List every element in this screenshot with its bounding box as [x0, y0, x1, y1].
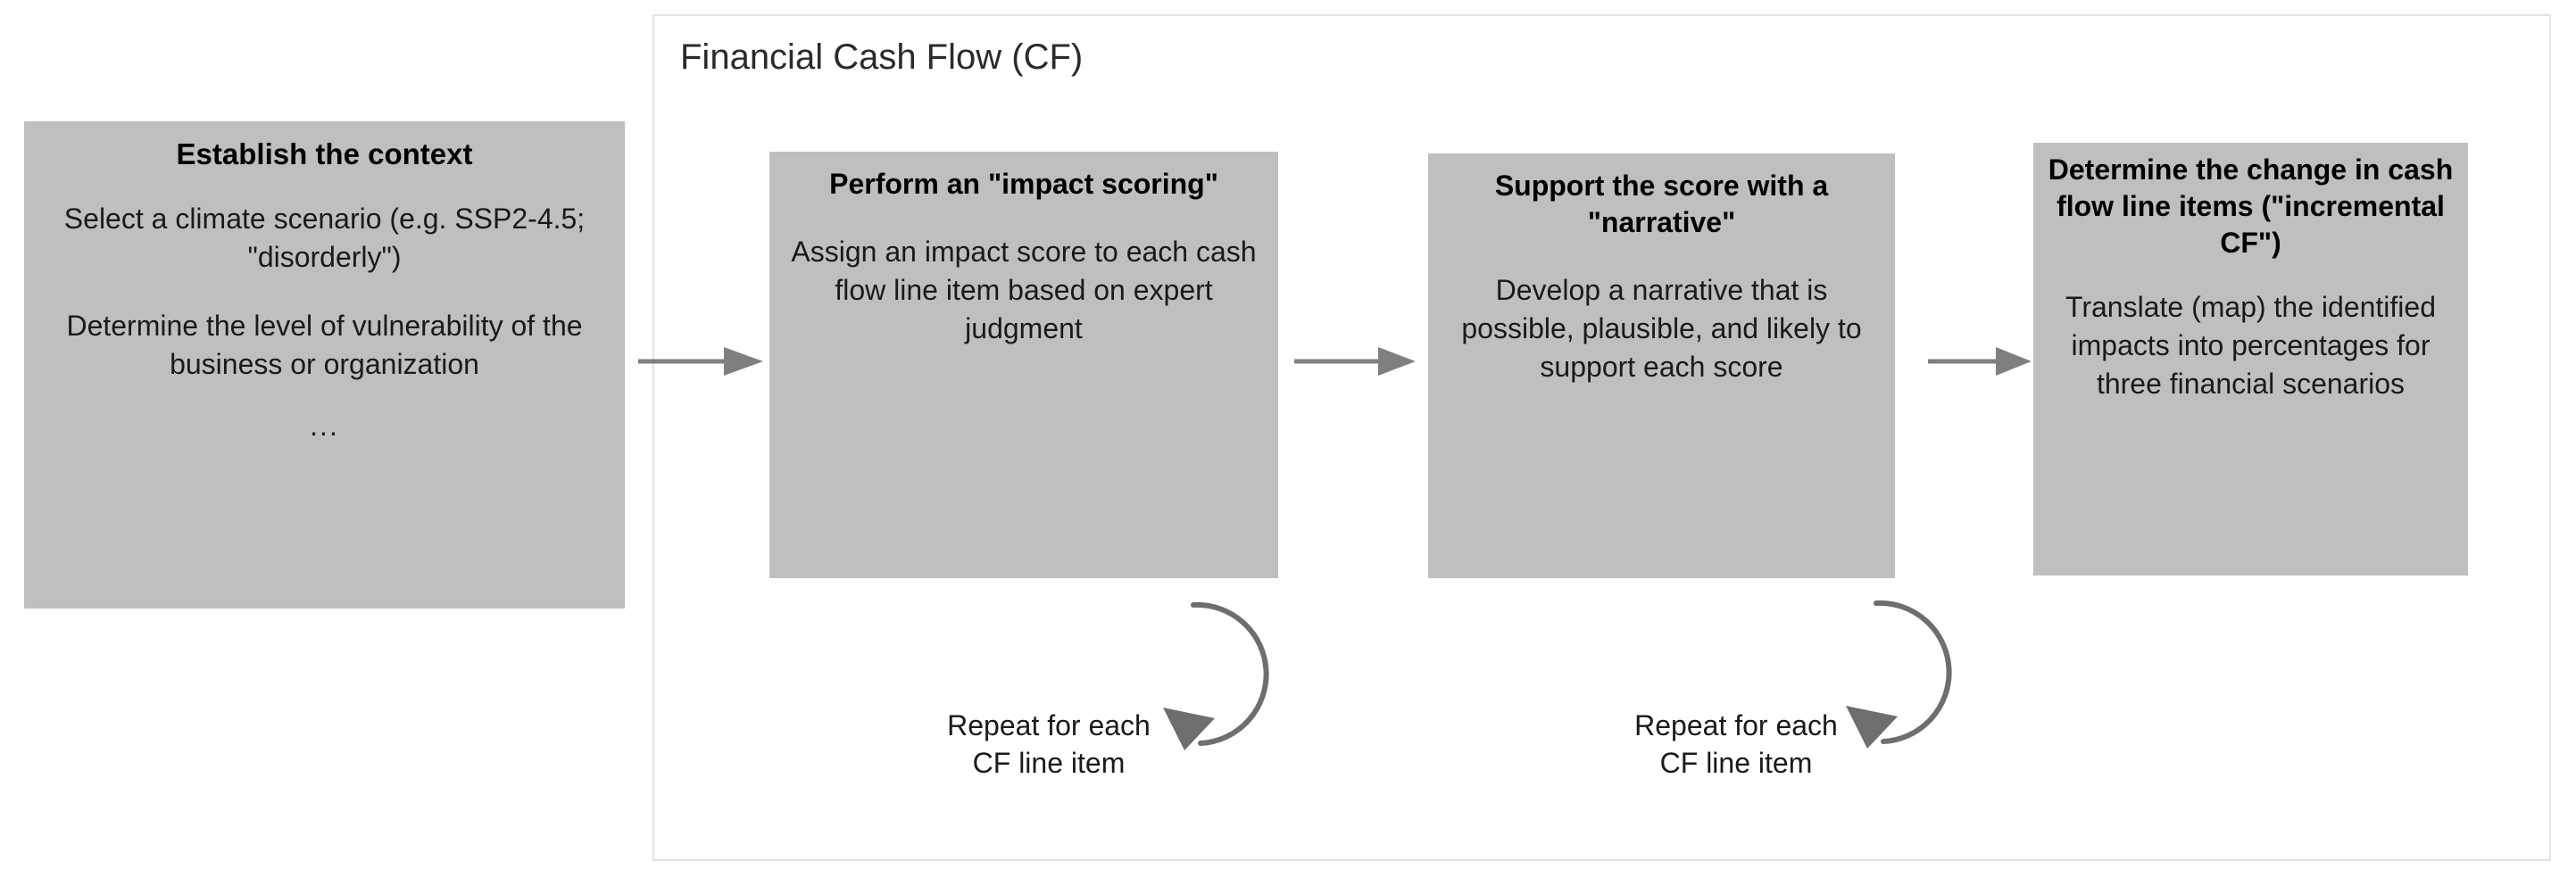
step-box-support-narrative[interactable]: Support the score with a "narrative" Dev… — [1428, 153, 1895, 578]
step-body-impact-scoring: Assign an impact score to each cash flow… — [791, 235, 1257, 344]
financial-cash-flow-group-frame — [652, 14, 2551, 861]
loop-arrow-impact-scoring — [1163, 601, 1269, 750]
loop-label-impact-scoring: Repeat for each CF line item — [947, 709, 1151, 780]
connector-arrow-context-to-scoring — [638, 347, 763, 376]
connector-arrow-narrative-to-incremental — [1928, 347, 2032, 376]
step-body-establish-context-ellipsis: ... — [310, 409, 339, 442]
step-title-establish-context: Establish the context — [176, 137, 473, 170]
step-box-impact-scoring[interactable]: Perform an "impact scoring" Assign an im… — [769, 152, 1278, 578]
financial-cash-flow-group-title: Financial Cash Flow (CF) — [680, 37, 1084, 77]
loop-label-support-narrative: Repeat for each CF line item — [1634, 709, 1838, 780]
step-title-support-narrative: Support the score with a "narrative" — [1494, 170, 1829, 238]
connector-arrow-scoring-to-narrative — [1294, 347, 1416, 376]
step-title-impact-scoring: Perform an "impact scoring" — [829, 168, 1218, 200]
step-body-support-narrative: Develop a narrative that is possible, pl… — [1461, 273, 1862, 383]
step-box-incremental-cf[interactable]: Determine the change in cash flow line i… — [2033, 143, 2468, 575]
step-box-establish-context[interactable]: Establish the context Select a climate s… — [24, 121, 625, 609]
step-title-incremental-cf: Determine the change in cash flow line i… — [2048, 153, 2454, 259]
step-body-establish-context-line2: Determine the level of vulnerability of … — [66, 309, 583, 380]
loop-arrow-support-narrative — [1846, 600, 1952, 749]
step-body-establish-context-line1: Select a climate scenario (e.g. SSP2-4.5… — [63, 203, 586, 274]
step-body-incremental-cf: Translate (map) the identified impacts i… — [2065, 290, 2436, 400]
